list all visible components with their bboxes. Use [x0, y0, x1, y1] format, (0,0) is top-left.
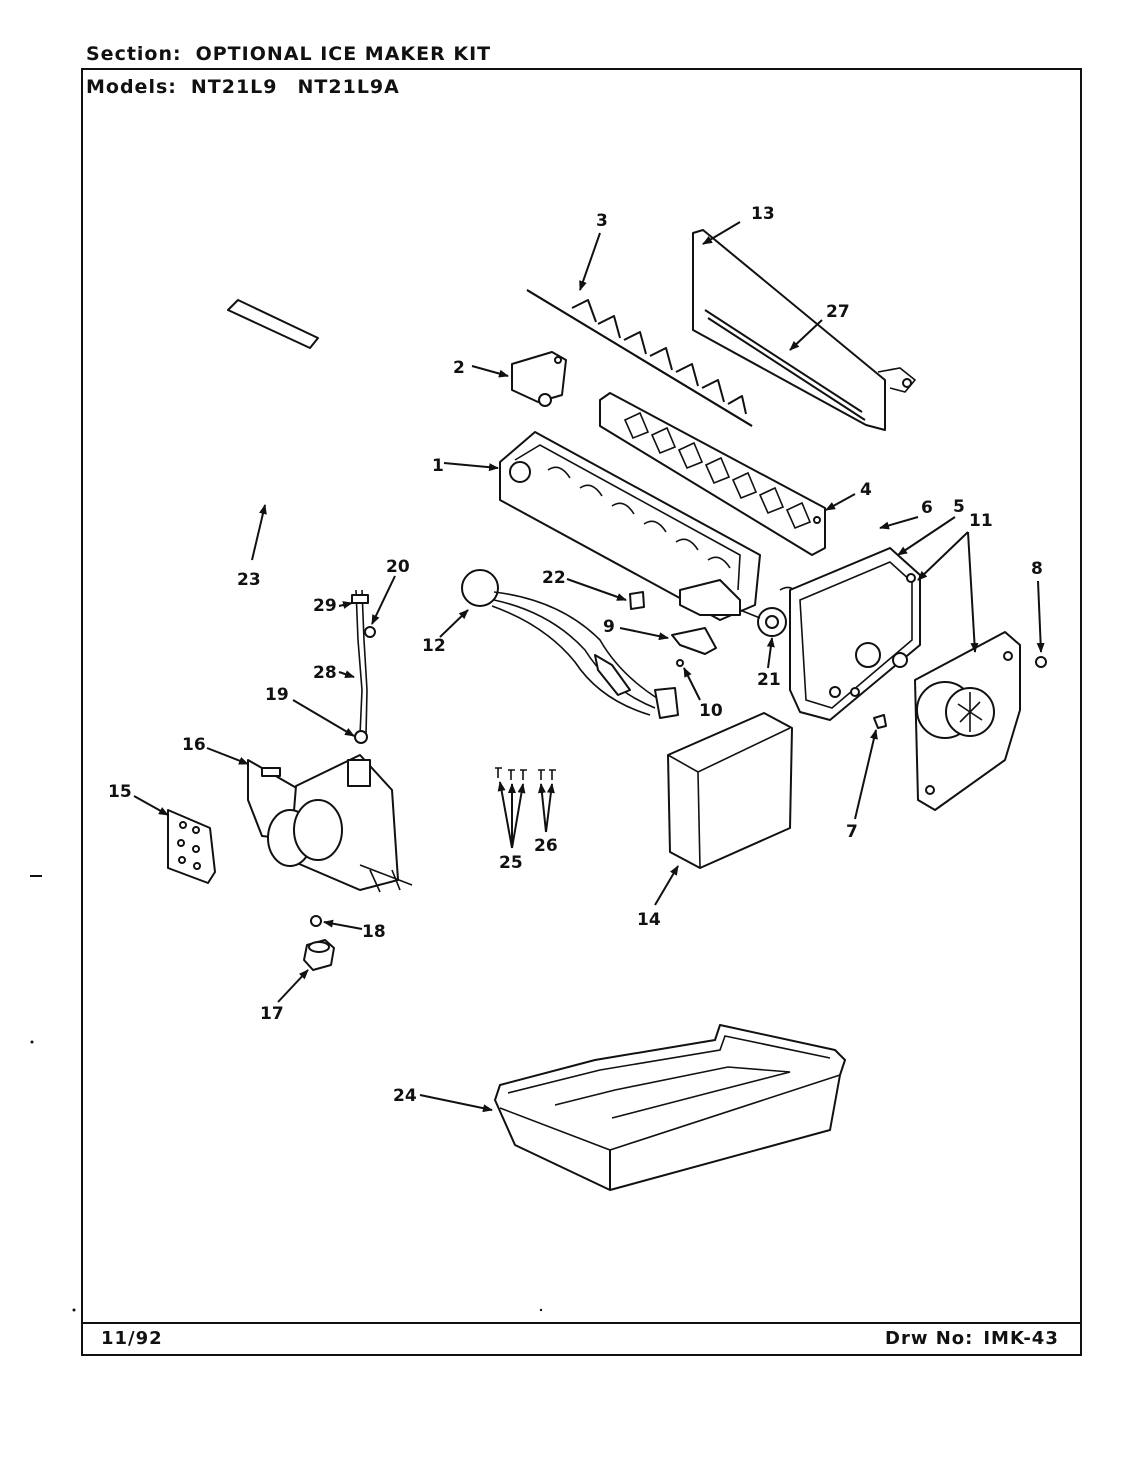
part-7-screw: [873, 714, 887, 729]
callout-12: 12: [422, 636, 446, 656]
part-1-mold: [499, 431, 761, 621]
part-24-ice-bin: [494, 1024, 846, 1191]
callout-18: 18: [362, 922, 386, 942]
callout-24: 24: [393, 1086, 417, 1106]
part-23-fill-tube: [227, 299, 319, 349]
footer-divider: [81, 1322, 1082, 1324]
part-4-stripper: [599, 392, 826, 556]
callout-10: 10: [699, 701, 723, 721]
part-5-housing: [789, 547, 921, 721]
part-22-clip: [629, 591, 645, 610]
part-8-screw: [1035, 656, 1047, 668]
callout-25: 25: [499, 853, 523, 873]
part-16-water-valve: [247, 754, 413, 893]
section-heading: Section: OPTIONAL ICE MAKER KIT: [86, 43, 491, 65]
part-15-bracket: [167, 809, 216, 884]
callout-6: 6: [921, 498, 933, 518]
callout-26: 26: [534, 836, 558, 856]
callout-4: 4: [860, 480, 872, 500]
callout-9: 9: [603, 617, 615, 637]
part-3-ejector: [526, 289, 753, 427]
drawing-number-value: IMK-43: [983, 1328, 1059, 1349]
part-17-nut: [303, 939, 335, 971]
part-18-ferrule: [310, 915, 322, 927]
callout-27: 27: [826, 302, 850, 322]
models-heading: Models: NT21L9 NT21L9A: [86, 76, 400, 98]
callout-21: 21: [757, 670, 781, 690]
callout-17: 17: [260, 1004, 284, 1024]
callout-labels: 3 13 27 2 1 4 6 5 11 8 23 22 20 29 9 12 …: [108, 204, 1043, 1106]
callout-8: 8: [1031, 559, 1043, 579]
section-label: Section:: [86, 43, 182, 65]
callout-16: 16: [182, 735, 206, 755]
model-number: NT21L9A: [297, 76, 400, 98]
callout-22: 22: [542, 568, 566, 588]
part-11-mounting-plate: [914, 631, 1021, 811]
section-value: OPTIONAL ICE MAKER KIT: [195, 43, 492, 65]
callout-1: 1: [432, 456, 444, 476]
part-26-screws: [538, 769, 556, 780]
drawing-number-block: Drw No: IMK-43: [885, 1328, 1059, 1349]
part-27-shutoff-arm: [692, 229, 917, 431]
models-label: Models:: [86, 76, 177, 98]
callout-11: 11: [969, 511, 993, 531]
part-10-screw: [676, 659, 684, 667]
callout-7: 7: [846, 822, 858, 842]
callout-5: 5: [953, 497, 965, 517]
callout-28: 28: [313, 663, 337, 683]
callout-13: 13: [751, 204, 775, 224]
callout-20: 20: [386, 557, 410, 577]
callout-23: 23: [237, 570, 261, 590]
callout-3: 3: [596, 211, 608, 231]
part-12-wiring-harness: [461, 569, 679, 719]
part-25-screws: [495, 767, 527, 780]
drawing-date: 11/92: [101, 1328, 163, 1349]
drawing-number-label: Drw No:: [885, 1328, 974, 1349]
leader-lines: [133, 221, 1045, 1113]
drawing-frame: [81, 68, 1082, 1356]
part-28-tubing: [351, 589, 376, 744]
callout-19: 19: [265, 685, 289, 705]
part-14-insulation-pad: [667, 712, 793, 869]
callout-14: 14: [637, 910, 661, 930]
part-21-motor: [739, 586, 797, 637]
callout-15: 15: [108, 782, 132, 802]
callout-29: 29: [313, 596, 337, 616]
part-9-bracket: [671, 627, 717, 655]
model-number: NT21L9: [190, 76, 278, 98]
part-2-bearing: [511, 351, 567, 407]
callout-2: 2: [453, 358, 465, 378]
